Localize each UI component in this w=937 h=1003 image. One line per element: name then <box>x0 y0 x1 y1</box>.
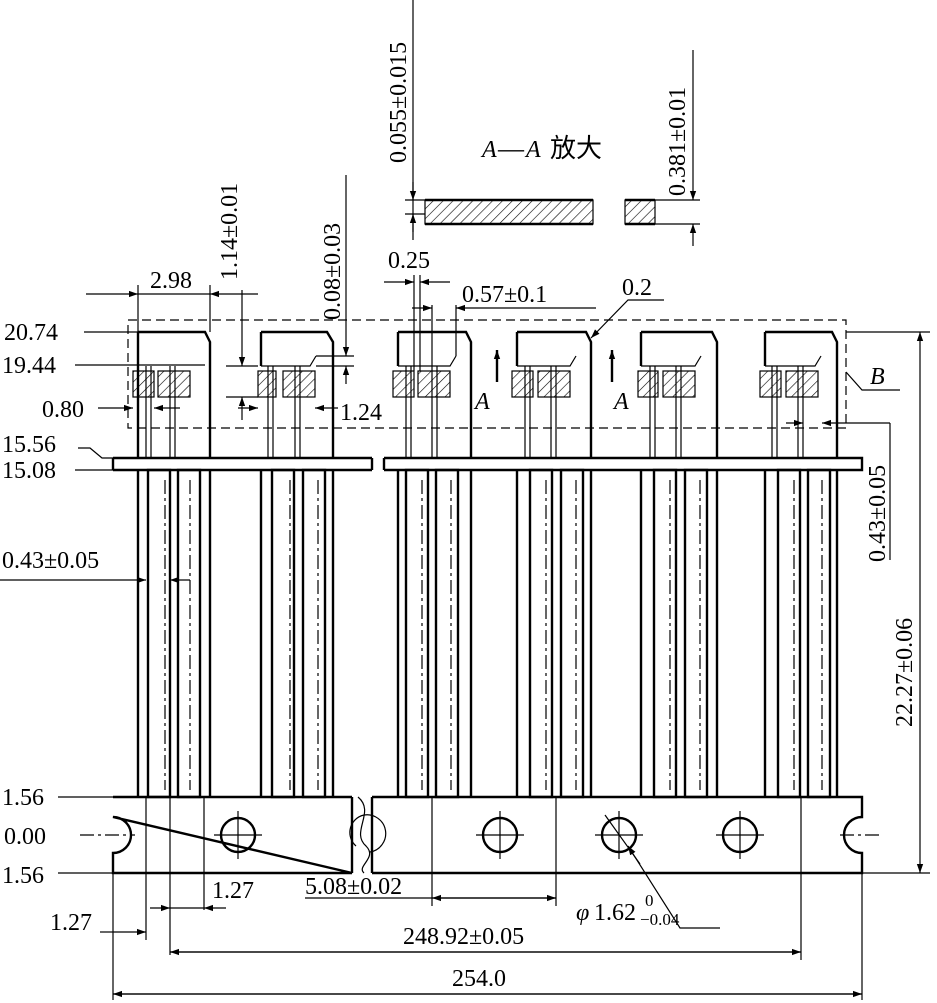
dim-phi-lower: −0.04 <box>640 910 680 929</box>
dim-0-43-left: 0.43±0.05 <box>2 548 99 574</box>
dim-0-80: 0.80 <box>42 397 84 423</box>
section-bar-small <box>624 199 656 225</box>
section-letter-right: A <box>524 137 541 163</box>
ordinate-19-44: 19.44 <box>2 353 56 379</box>
dim-0-57: 0.57±0.1 <box>462 282 547 308</box>
lead-frame <box>80 330 880 875</box>
ordinates: 20.74 19.44 15.56 15.08 1.56 0.00 1.56 <box>2 320 205 889</box>
dim-1-27-upper: 1.27 <box>212 878 254 904</box>
lead-unit-2 <box>257 330 335 799</box>
section-marker-a-left: A <box>473 389 490 415</box>
lead-unit-3 <box>392 330 473 799</box>
dim-5-08: 5.08±0.02 <box>305 874 402 900</box>
section-marker-a-right: A <box>612 389 629 415</box>
dim-phi-upper: 0 <box>645 891 654 910</box>
ordinate-15-08: 15.08 <box>2 458 56 484</box>
ordinate-0-00: 0.00 <box>4 824 46 850</box>
ordinate-20-74: 20.74 <box>4 320 58 346</box>
dim-thickness-0381: 0.381±0.01 <box>665 87 691 196</box>
lead-unit-4 <box>511 330 593 799</box>
section-title-word: 放大 <box>550 134 602 163</box>
ordinate-1-56-top: 1.56 <box>2 785 44 811</box>
dim-1-27-lower: 1.27 <box>50 910 92 936</box>
dim-0-25: 0.25 <box>388 248 430 274</box>
dim-1-14: 1.14±0.01 <box>217 183 243 280</box>
dim-1-24: 1.24 <box>340 400 382 426</box>
dim-0-43-right: 0.43±0.05 <box>865 465 891 562</box>
lead-unit-5 <box>637 330 719 799</box>
dim-phi-value: 1.62 <box>594 900 636 926</box>
frame-rails <box>136 470 839 797</box>
section-a-a: A — A 放大 0.055±0.015 0.381±0.01 <box>386 0 700 246</box>
dim-phi-symbol: φ <box>576 900 589 926</box>
detail-marker-b: B <box>870 364 885 390</box>
lead-unit-6 <box>759 330 839 799</box>
dim-22-27: 22.27±0.06 <box>892 618 918 727</box>
dim-0-08: 0.08±0.03 <box>320 223 346 320</box>
section-cut-markers: A A B <box>473 350 900 415</box>
dimensions: 2.98 1.14±0.01 0.08±0.03 0.25 0.57±0.1 0… <box>0 175 930 1000</box>
lead-unit-1 <box>132 330 212 799</box>
section-dash: — <box>497 134 525 163</box>
pilot-holes <box>214 811 764 859</box>
section-bar-main <box>424 199 594 225</box>
section-letter-left: A <box>480 137 497 163</box>
ordinate-15-56: 15.56 <box>2 432 56 458</box>
dim-thickness-0055: 0.055±0.015 <box>386 42 412 163</box>
detail-b-boundary <box>127 319 847 429</box>
dim-248-92: 248.92±0.05 <box>403 924 524 950</box>
dim-2-98: 2.98 <box>150 268 192 294</box>
dim-0-2: 0.2 <box>622 275 652 301</box>
dim-254-0: 254.0 <box>452 966 506 992</box>
ordinate-1-56-bottom: 1.56 <box>2 863 44 889</box>
